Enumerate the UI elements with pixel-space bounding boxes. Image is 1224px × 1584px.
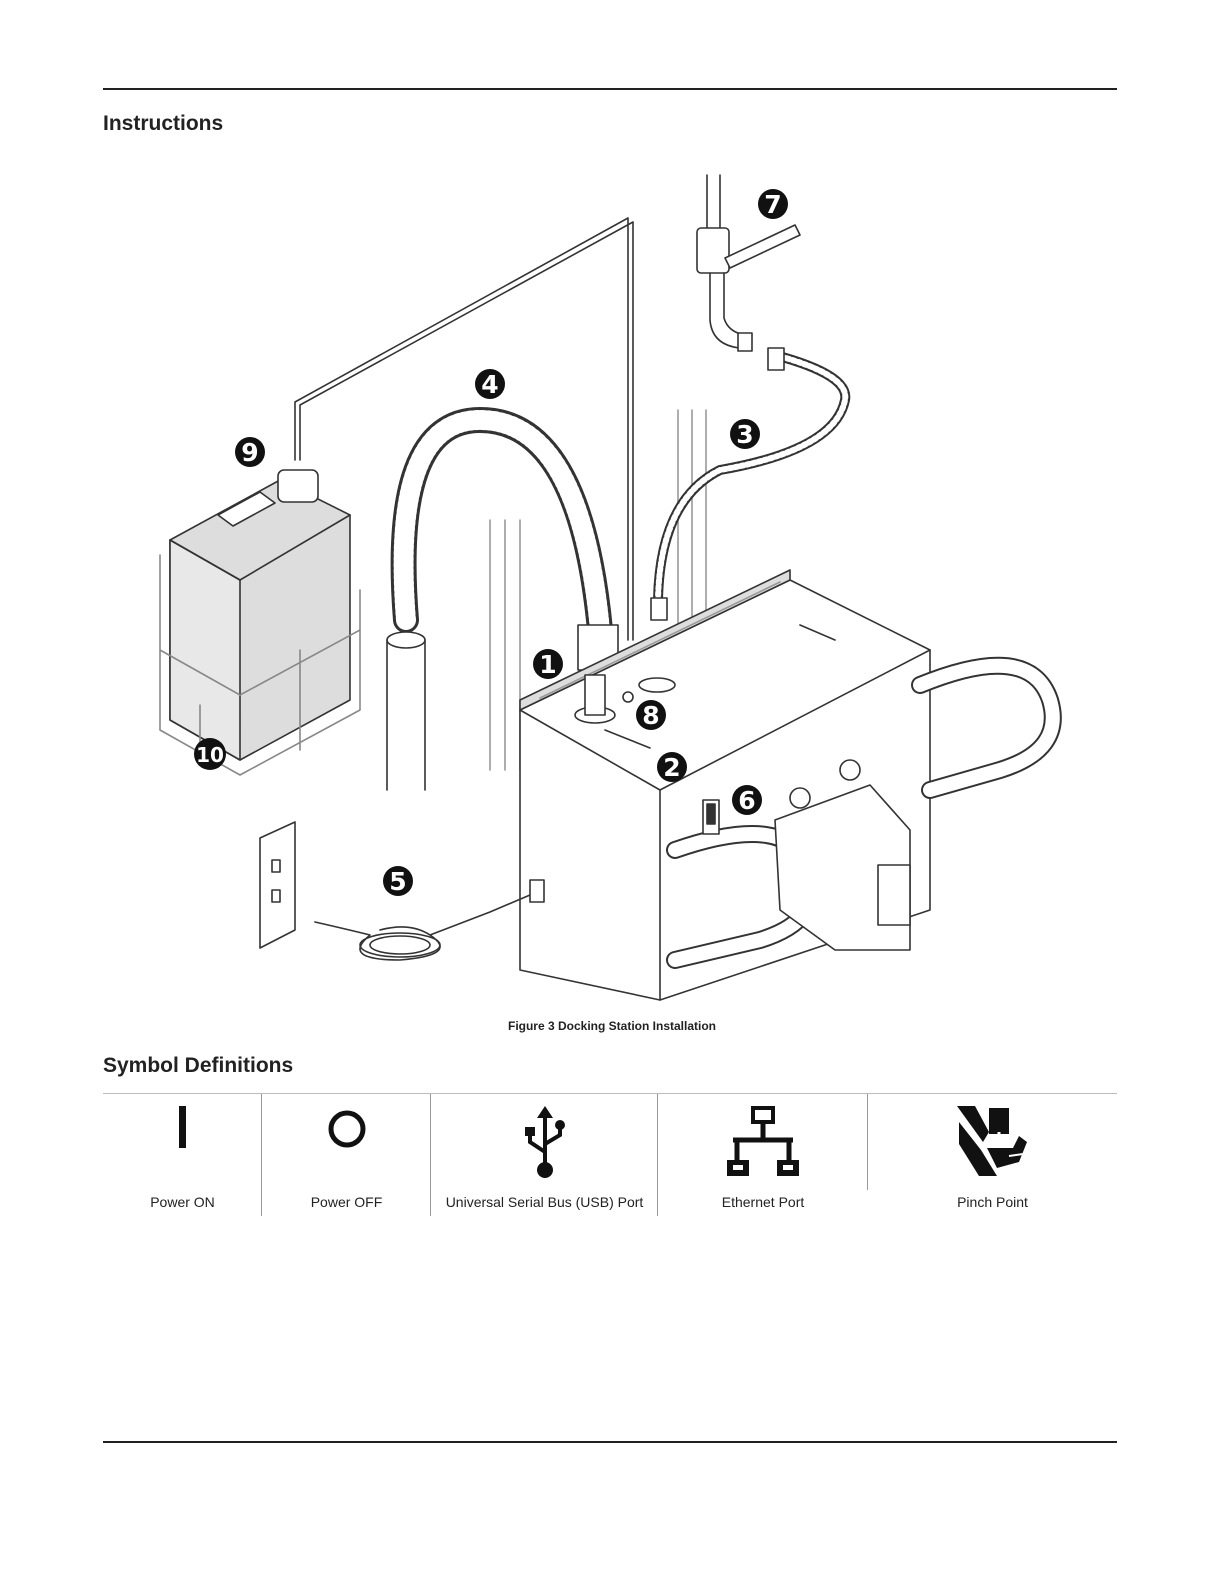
symbol-label: Power OFF [262,1194,431,1210]
symbol-label: Ethernet Port [658,1194,868,1210]
callout-8: 8 [642,701,659,730]
instructions-heading: Instructions [103,112,223,136]
callout-7: 7 [764,190,781,219]
power-off-icon [322,1102,372,1152]
callout-6: 6 [738,786,755,815]
symbol-definitions-table: Power ON Power OFF Universal Serial Bus … [103,1093,1117,1216]
symbol-cell-power-off: Power OFF [262,1094,431,1216]
callout-10: 10 [196,743,224,767]
pinch-point-icon [953,1102,1033,1182]
callout-9: 9 [241,438,258,467]
docking-station-installation-figure: 1 2 3 4 5 6 7 8 9 10 [100,170,1120,1010]
symbol-label: Power ON [103,1194,262,1210]
symbol-cell-usb: Universal Serial Bus (USB) Port [431,1094,658,1216]
symbol-label: Universal Serial Bus (USB) Port [431,1194,658,1210]
symbol-cell-pinch-point: Pinch Point [868,1094,1117,1216]
top-rule [103,88,1117,90]
symbol-cell-power-on: Power ON [103,1094,262,1216]
bottom-rule [103,1441,1117,1443]
callout-3: 3 [736,420,753,449]
symbol-cell-ethernet: Ethernet Port [658,1094,868,1216]
symbol-definitions-heading: Symbol Definitions [103,1054,293,1078]
ethernet-icon [723,1102,803,1182]
power-on-icon [173,1102,193,1152]
figure-caption: Figure 3 Docking Station Installation [0,1019,1224,1033]
symbol-label: Pinch Point [868,1194,1117,1210]
callout-4: 4 [481,370,498,399]
callout-5: 5 [389,867,406,896]
callout-1: 1 [539,650,556,679]
usb-icon [520,1102,570,1182]
callout-2: 2 [663,753,680,782]
